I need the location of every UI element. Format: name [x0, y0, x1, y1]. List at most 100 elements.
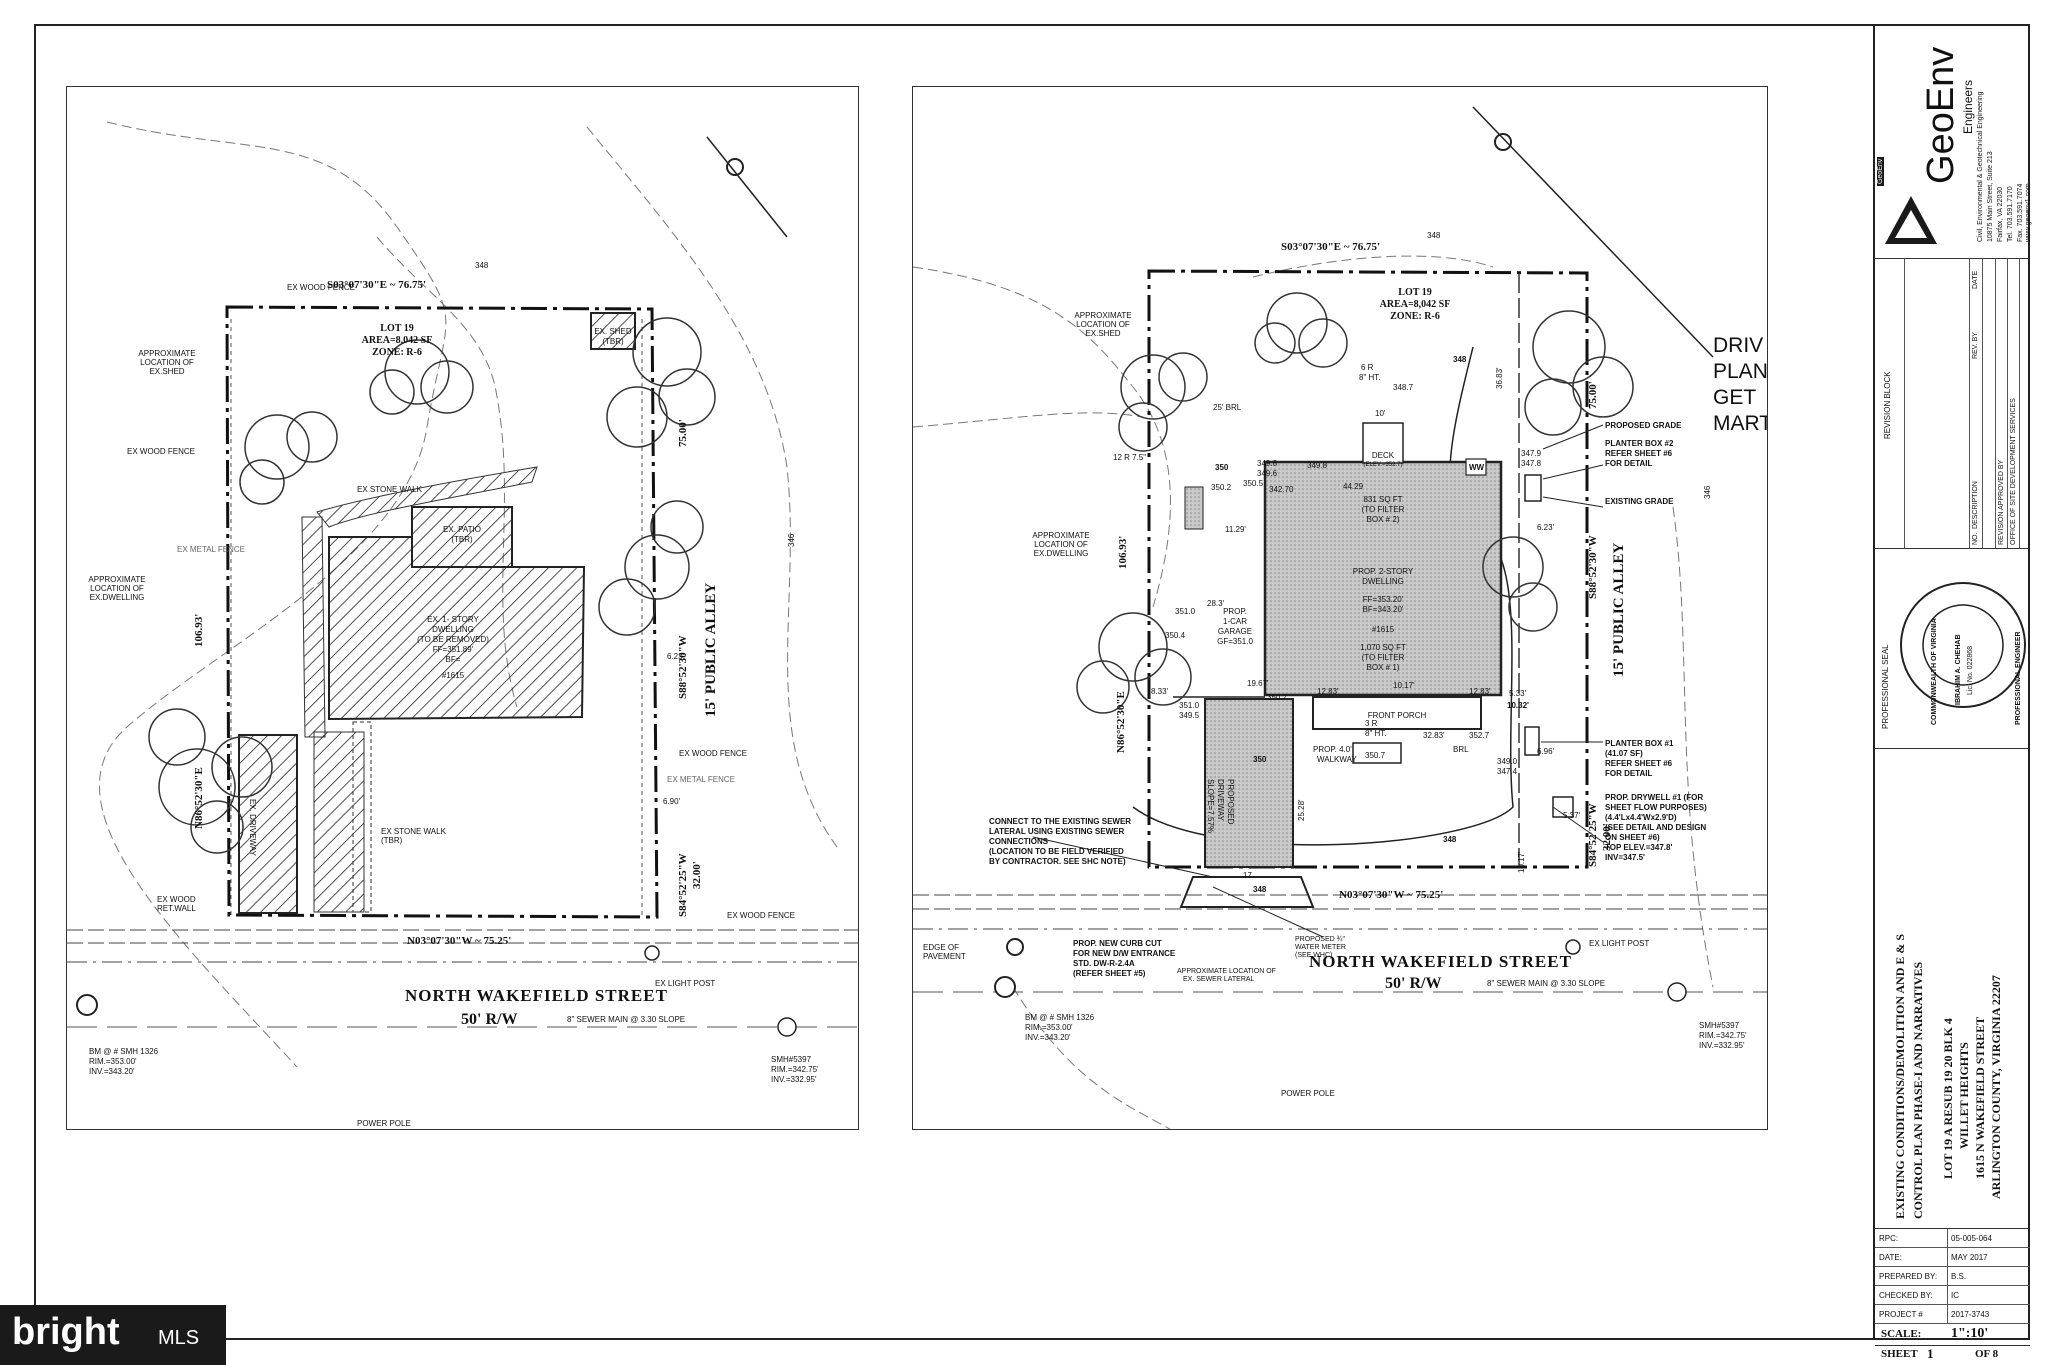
- dim-10-17: 10.17': [1393, 681, 1415, 690]
- dim-12r: 12 R 7.5": [1113, 453, 1147, 462]
- bearing-right-lower: S84°52'25"W: [1587, 803, 1599, 867]
- dim-19-67: 19.67': [1247, 679, 1269, 688]
- planter1-detail: FOR DETAIL: [1605, 769, 1653, 778]
- dim-10-32: 10.32': [1507, 701, 1529, 710]
- power-pole-label: POWER POLE: [1281, 1089, 1335, 1098]
- patio-label: EX. PATIO: [443, 525, 481, 534]
- lot-zone: ZONE: R-6: [372, 347, 422, 358]
- shed-label: EX. SHED: [594, 327, 632, 336]
- dist-left: 106.93': [1117, 535, 1129, 569]
- right-of-way: 50' R/W: [1385, 975, 1442, 992]
- water-meter-2: WATER METER: [1295, 944, 1346, 951]
- company-logo-icon: [1885, 196, 1937, 244]
- sewer-lateral-1: APPROXIMATE LOCATION OF: [1177, 968, 1276, 975]
- stone-walk-lower-label: EX STONE WALK (TBR): [381, 827, 446, 845]
- project-title-block: EXISTING CONDITIONS/DEMOLITION AND E & S…: [1875, 749, 2030, 1229]
- elev-350-7b: 350.7: [1365, 751, 1386, 760]
- rev-date-label: DATE: [1972, 270, 1979, 289]
- revision-block-label: REVISION BLOCK: [1883, 371, 1892, 439]
- power-pole-label: POWER POLE: [357, 1119, 411, 1128]
- elev-351-0b: 351.0: [1179, 701, 1200, 710]
- approx-dwelling-label: APPROXIMATE LOCATION OF EX.DWELLING: [1032, 531, 1090, 558]
- company-tagline: Civil, Environmental & Geotechnical Engi…: [1977, 91, 1984, 242]
- rev-approved-label: REVISION APPROVED BY: [1998, 459, 2005, 545]
- elev-349-6: 349.6: [1257, 469, 1278, 478]
- dwelling-label-3: (TO BE REMOVED): [417, 635, 489, 644]
- planter2-label: PLANTER BOX #2: [1605, 439, 1674, 448]
- drive-text-3: GET: [1713, 386, 1757, 409]
- company-logo-block: GeoEnv GeoEnv Engineers Civil, Environme…: [1875, 24, 2032, 259]
- garage-label-3: GARAGE: [1217, 627, 1253, 636]
- drawing-sheet: [34, 24, 2030, 1340]
- seal-name: IBRAHIM A. CHEHAB: [1955, 634, 1962, 705]
- company-sub: Engineers: [1961, 79, 1975, 134]
- connect-5: BY CONTRACTOR. SEE SHC NOTE): [989, 857, 1126, 866]
- contour-348-a: 348: [1253, 885, 1267, 894]
- edge-pavement-label: EDGE OF PAVEMENT: [923, 943, 966, 961]
- bearing-bottom: N03°07'30"W ~ 75.25': [1339, 889, 1444, 901]
- dim-6-23: 6.23': [1537, 523, 1555, 532]
- seal-label: PROFESSIONAL SEAL: [1881, 644, 1890, 729]
- info-prepared-by: PREPARED BY:B.S.: [1875, 1267, 2030, 1286]
- bearing-right-upper: S88°52'30"W: [1587, 535, 1599, 599]
- dist-right-upper: 75.00': [1587, 381, 1599, 409]
- existing-grade: EXISTING GRADE: [1605, 497, 1674, 506]
- project-line-1: LOT 19 A RESUB 19 20 BLK 4: [1941, 1018, 1955, 1179]
- wood-fence-right-label: EX WOOD FENCE: [679, 749, 748, 758]
- metal-fence-right-label: EX METAL FENCE: [667, 775, 736, 784]
- dim-6-90: 6.90': [663, 797, 681, 806]
- contour-346: 346: [1703, 485, 1712, 499]
- ww-label: WW: [1469, 463, 1485, 472]
- drywell-6: TOP ELEV.=347.8': [1605, 843, 1673, 852]
- sewer-lateral-2: EX. SEWER LATERAL: [1183, 976, 1255, 983]
- street-name: NORTH WAKEFIELD STREET: [405, 986, 668, 1005]
- garage-gf: GF=351.0: [1217, 637, 1253, 646]
- bearing-right-lower: S84°52'25"W: [677, 853, 689, 917]
- sheet-row: SHEET 1 OF 8: [1881, 1346, 1999, 1361]
- dim-10-17b: 10.17': [1517, 851, 1526, 873]
- revision-block: REVISION BLOCK NO. DESCRIPTION REV. BY D…: [1875, 259, 2030, 549]
- drive-text-1: DRIV: [1713, 334, 1764, 357]
- proposed-conditions-plan: DRIV PLAN GET MART S03°07'30"E ~ 76.75' …: [912, 86, 1768, 1130]
- drywell-3: (4.4'Lx4.4'Wx2.9'D): [1605, 813, 1677, 822]
- info-project-number: PROJECT #2017-3743: [1875, 1305, 2030, 1324]
- dwelling-bf: BF=: [445, 655, 461, 664]
- dwelling-label-1: PROP. 2-STORY: [1352, 567, 1414, 576]
- water-meter-3: (SEE WHC): [1295, 952, 1333, 959]
- scale-row: SCALE: 1":10': [1875, 1324, 2030, 1346]
- upper-area-2: (TO FILTER: [1361, 505, 1405, 514]
- walkway-label-2: WALKWAY: [1317, 755, 1357, 764]
- elev-349-0: 349.0: [1497, 757, 1518, 766]
- rev-no-label: NO.: [1972, 532, 1979, 545]
- elev-350-7a: 350.7: [1267, 693, 1288, 702]
- existing-conditions-plan: EX WOOD FENCE LOT 19 AREA=8,042 SF ZONE:…: [66, 86, 859, 1130]
- contour-346-label: 346: [787, 533, 796, 547]
- dim-44-29: 44.29: [1343, 482, 1364, 491]
- dwelling-ff: FF=351.89': [432, 645, 474, 654]
- dwelling-bf: BF=343.20': [1362, 605, 1404, 614]
- existing-conditions-linework: [67, 121, 858, 1068]
- project-line-3: 1615 N WAKEFIELD STREET: [1973, 1016, 1987, 1179]
- dwelling-label-1: EX. 1- STORY: [427, 615, 479, 624]
- light-post-label: EX LIGHT POST: [655, 979, 716, 988]
- dwelling-address: #1615: [441, 671, 465, 680]
- watermark-suffix: MLS: [158, 1327, 200, 1349]
- dim-12-83a: 12.83': [1317, 687, 1339, 696]
- smh-label: SMH#5397: [771, 1055, 812, 1064]
- info-checked-by: CHECKED BY:IC: [1875, 1286, 2030, 1305]
- elev-352-7: 352.7: [1469, 731, 1490, 740]
- drywell-2: SHEET FLOW PURPOSES): [1605, 803, 1707, 812]
- bearing-right-upper: S88°52'30"W: [677, 635, 689, 699]
- approx-shed-label: APPROXIMATE LOCATION OF EX.SHED: [1074, 311, 1132, 338]
- height-6r: 6 R: [1361, 363, 1374, 372]
- dim-8-33: 8.33': [1151, 687, 1169, 696]
- right-of-way: 50' R/W: [461, 1011, 518, 1028]
- elev-349-5: 349.5: [1179, 711, 1200, 720]
- title-line-2: CONTROL PLAN PHASE-I AND NARRATIVES: [1911, 961, 1925, 1219]
- contour-348-label: 348: [475, 261, 489, 270]
- elev-350: 350: [1215, 463, 1229, 472]
- curb-cut-4: (REFER SHEET #5): [1073, 969, 1146, 978]
- dwelling-ff: FF=353.20': [1362, 595, 1404, 604]
- contour-348-d: 348: [1427, 231, 1441, 240]
- approx-dwelling-label: APPROXIMATE LOCATION OF EX.DWELLING: [88, 575, 146, 602]
